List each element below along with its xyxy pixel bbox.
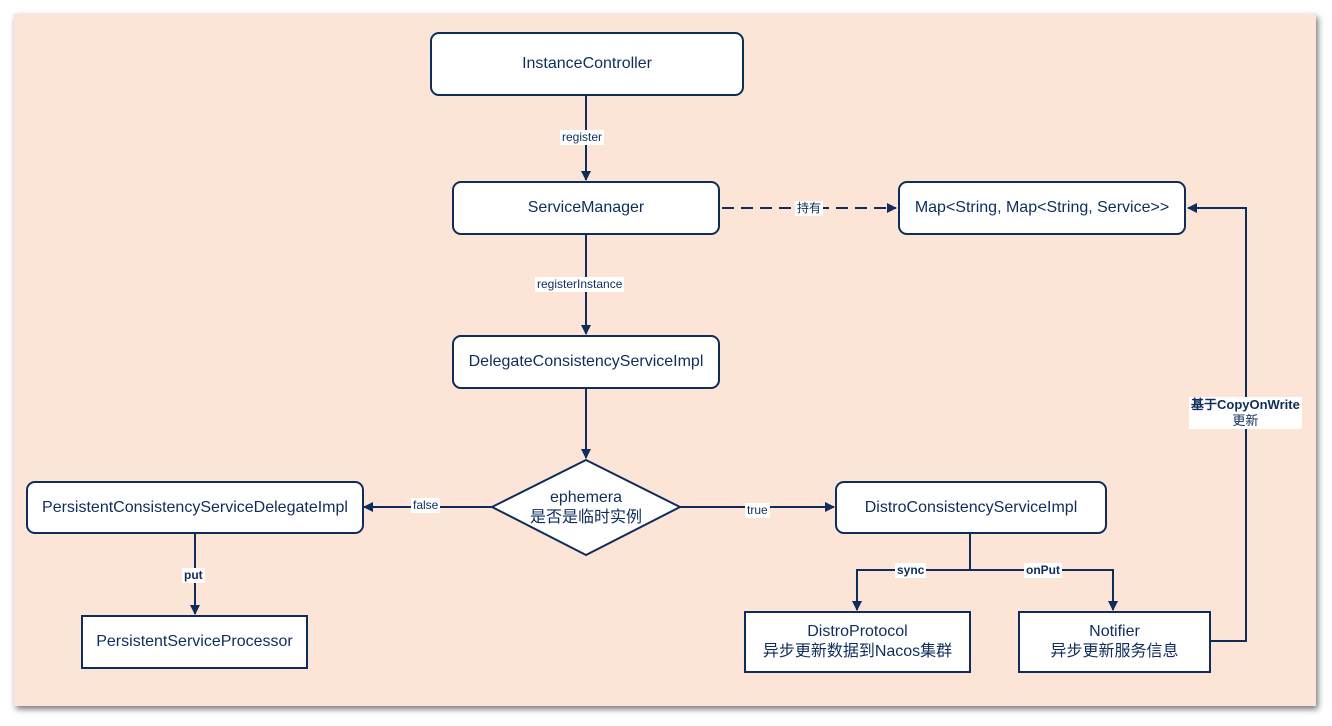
node-service-manager: ServiceManager (452, 181, 720, 235)
node-notifier: Notifier 异步更新服务信息 (1018, 611, 1211, 673)
node-distro-consistency-service-label: DistroConsistencyServiceImpl (864, 498, 1078, 516)
edge-label-holds: 持有 (795, 201, 824, 216)
edge-label-on-put: onPut (1024, 563, 1062, 578)
node-persistent-service-processor: PersistentServiceProcessor (81, 615, 308, 669)
decision-diamond (489, 458, 683, 557)
node-persistent-consistency-delegate: PersistentConsistencyServiceDelegateImpl (26, 481, 364, 534)
node-service-map: Map<String, Map<String, Service>> (898, 181, 1186, 235)
node-distro-protocol-line1: DistroProtocol (807, 623, 908, 640)
decision-label-line2: 是否是临时实例 (529, 508, 642, 526)
diagram-canvas: InstanceController ServiceManager Map<St… (14, 14, 1316, 706)
edge-on-put (970, 569, 1118, 611)
edge-label-true: true (745, 503, 770, 518)
node-distro-protocol: DistroProtocol 异步更新数据到Nacos集群 (744, 611, 971, 673)
edge-label-put: put (182, 568, 205, 583)
edge-label-copy-on-write-line1: 基于CopyOnWrite (1191, 397, 1300, 412)
node-delegate-consistency-service-label: DelegateConsistencyServiceImpl (468, 353, 704, 370)
edge-label-false: false (411, 498, 441, 513)
edge-label-copy-on-write-line2: 更新 (1232, 413, 1259, 428)
node-decision-ephemeral: ephemera 是否是临时实例 (492, 460, 680, 555)
decision-label-line1: ephemera (549, 488, 623, 506)
node-notifier-line1: Notifier (1089, 623, 1140, 640)
node-persistent-service-processor-label: PersistentServiceProcessor (96, 633, 293, 650)
node-notifier-line2: 异步更新服务信息 (1050, 643, 1179, 660)
node-instance-controller: InstanceController (430, 32, 744, 96)
node-distro-protocol-line2: 异步更新数据到Nacos集群 (762, 643, 953, 660)
edge-label-sync: sync (895, 563, 927, 578)
node-delegate-consistency-service: DelegateConsistencyServiceImpl (452, 335, 720, 389)
edge-label-register: register (560, 130, 605, 145)
node-persistent-consistency-delegate-label: PersistentConsistencyServiceDelegateImpl (42, 498, 348, 516)
node-service-manager-label: ServiceManager (527, 199, 645, 216)
node-distro-consistency-service: DistroConsistencyServiceImpl (835, 481, 1107, 534)
edge-label-register-instance: registerInstance (535, 277, 625, 292)
node-instance-controller-label: InstanceController (522, 55, 652, 72)
edge-label-copy-on-write: 基于CopyOnWrite 更新 (1189, 397, 1302, 429)
node-service-map-label: Map<String, Map<String, Service>> (914, 199, 1170, 216)
